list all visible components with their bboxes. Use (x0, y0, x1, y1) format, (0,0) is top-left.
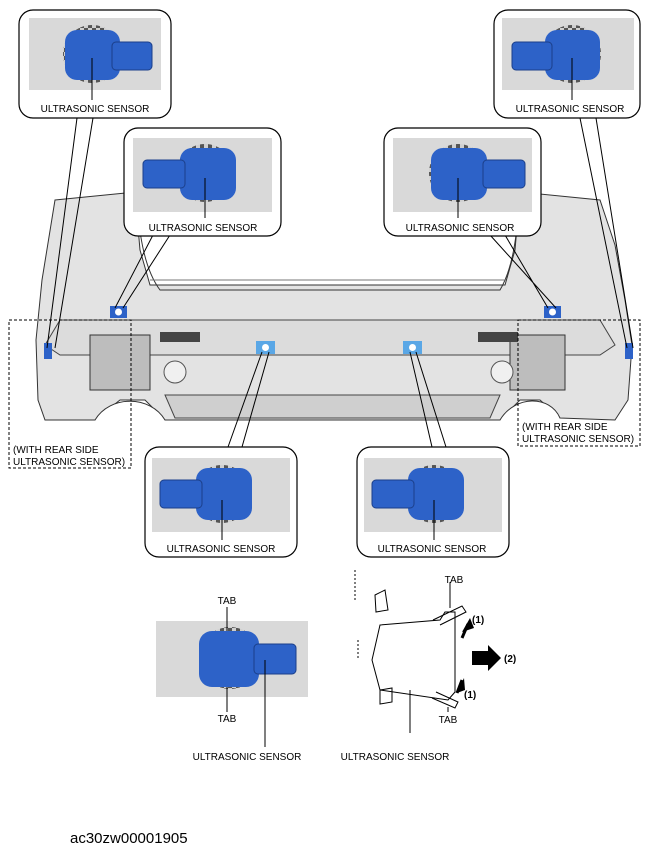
detail-right-tab-top: TAB (445, 575, 464, 586)
detail-right-arrows (455, 618, 501, 694)
bracket-bottom-clip (379, 687, 393, 705)
sensor-marker-dot (549, 308, 556, 316)
callout-top-right-outer: ULTRASONIC SENSOR (493, 9, 641, 119)
sensor-body (180, 148, 236, 200)
detail-right-tab-bottom: TAB (439, 715, 458, 726)
arrow-step2-right (472, 645, 501, 671)
right-side-region-box (517, 319, 641, 447)
sensor-marker-dot (409, 344, 416, 351)
side-note-left-line1: (WITH REAR SIDE (13, 445, 99, 456)
side-note-right-line1: (WITH REAR SIDE (522, 422, 608, 433)
figure-id: ac30zw00001905 (70, 830, 188, 847)
left-side-region-box (8, 319, 132, 469)
bracket-tab-lower (431, 691, 459, 709)
right-fog-hole (490, 360, 514, 384)
right-wheel-arch (499, 400, 561, 421)
callout-top-left-inner: ULTRASONIC SENSOR (123, 127, 282, 237)
detail-right-step1-bottom: (1) (464, 690, 476, 701)
detail-left-tab-bottom: TAB (218, 714, 237, 725)
bumper-sensor-markers (44, 306, 633, 359)
detail-left-sensor: TAB TAB ULTRASONIC SENSOR (156, 596, 308, 763)
sensor-marker-dot (115, 308, 122, 316)
sensor-marker-dot (262, 344, 269, 351)
detail-left-sensor-label: ULTRASONIC SENSOR (193, 752, 302, 763)
callout-label: ULTRASONIC SENSOR (378, 544, 487, 555)
bracket-left-clip (374, 589, 389, 613)
rear-bumper (35, 191, 633, 421)
detail-right-step2: (2) (504, 654, 516, 665)
bumper-lower-valance (164, 394, 501, 419)
detail-right-bracket (354, 570, 467, 733)
side-note-left-line2: ULTRASONIC SENSOR) (13, 457, 125, 468)
callout-label: ULTRASONIC SENSOR (516, 104, 625, 115)
bracket-tab-upper (432, 605, 467, 626)
callout-label: ULTRASONIC SENSOR (41, 104, 150, 115)
sensor-body (199, 631, 259, 687)
bumper-body (35, 191, 633, 421)
sensor-body (65, 30, 120, 80)
left-fog-hole (163, 360, 187, 384)
right-reflector (478, 332, 518, 342)
sensor-body (408, 468, 464, 520)
callout-label: ULTRASONIC SENSOR (167, 544, 276, 555)
callout-bottom-left: ULTRASONIC SENSOR (144, 446, 298, 558)
callout-label: ULTRASONIC SENSOR (149, 223, 258, 234)
callout-top-right-inner: ULTRASONIC SENSOR (383, 127, 542, 237)
bracket-outline (371, 611, 456, 701)
callout-label: ULTRASONIC SENSOR (406, 223, 515, 234)
left-reflector (160, 332, 200, 342)
sensor-body (431, 148, 487, 200)
sensor-marker-side-left (44, 343, 52, 359)
sensor-body (545, 30, 600, 80)
leader-lines (46, 117, 634, 448)
left-bracket (89, 334, 151, 391)
sensor-body (196, 468, 252, 520)
callout-top-left-outer: ULTRASONIC SENSOR (18, 9, 172, 119)
sensor-marker-side-right (625, 343, 633, 359)
detail-left-tab-top: TAB (218, 596, 237, 607)
detail-right-sensor-label: ULTRASONIC SENSOR (341, 752, 450, 763)
right-bracket (509, 334, 566, 391)
callout-bottom-right: ULTRASONIC SENSOR (356, 446, 510, 558)
side-note-right-line2: ULTRASONIC SENSOR) (522, 434, 634, 445)
detail-right-step1-top: (1) (472, 615, 484, 626)
left-wheel-arch (94, 400, 166, 421)
